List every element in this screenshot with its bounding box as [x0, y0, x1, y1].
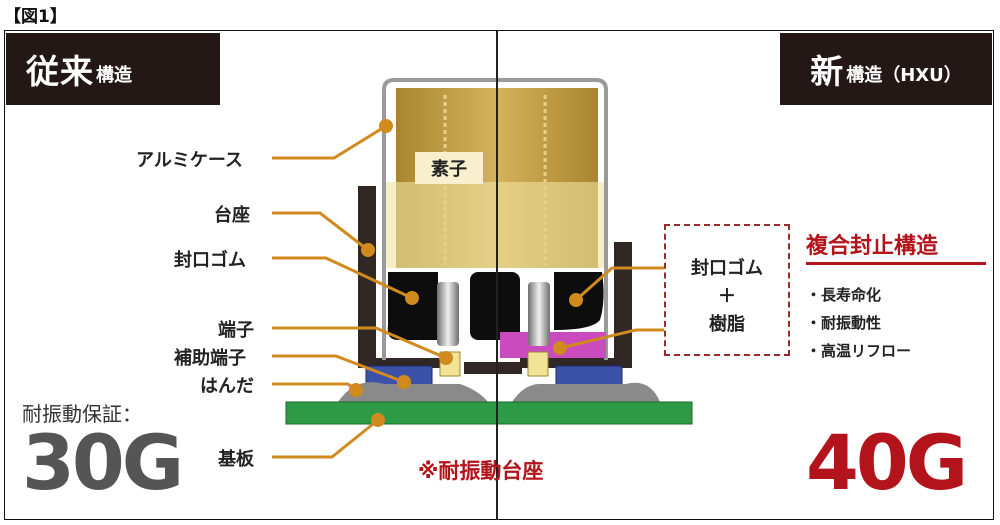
- new-structure-header: 新 構造（HXU）: [780, 33, 992, 105]
- leader-terminal: [272, 326, 447, 360]
- callout-line-resin: 樹脂: [709, 314, 745, 335]
- base-bottom-new: [520, 358, 632, 368]
- leader-dot-aluminum-case: [379, 119, 393, 133]
- old-vibration-value: 30G: [22, 418, 184, 507]
- label-aluminum-case: アルミケース: [136, 150, 243, 171]
- leader-dot-box-resin: [553, 341, 567, 355]
- label-solder: はんだ: [200, 376, 254, 397]
- solder-fillet-right: [512, 382, 660, 402]
- element-impregnated-zone: [386, 182, 604, 268]
- leader-dot-solder: [349, 383, 363, 397]
- leader-dot-aux-terminal: [397, 375, 411, 389]
- aluminum-case: [382, 78, 608, 360]
- sealing-rubber-left: [387, 272, 438, 340]
- solder-fillet-left: [338, 382, 488, 402]
- leader-substrate: [272, 418, 379, 459]
- leader-aux-terminal: [272, 354, 405, 384]
- terminal-right: [528, 282, 550, 346]
- old-structure-subtitle: 構造: [96, 65, 132, 86]
- leader-dot-terminal: [439, 351, 453, 365]
- label-base: 台座: [214, 205, 250, 226]
- label-terminal: 端子: [218, 320, 254, 341]
- figure-label: 【図1】: [4, 7, 67, 27]
- bullet-vibration-resistance: ・耐振動性: [806, 314, 882, 332]
- label-aux-terminal: 補助端子: [174, 348, 246, 369]
- composite-seal-title: 複合封止構造: [806, 234, 939, 259]
- label-substrate: 基板: [218, 449, 254, 470]
- rubber-resin-callout-box: [664, 224, 790, 356]
- vibration-base-note: ※耐振動台座: [418, 459, 544, 483]
- base-bottom-old: [358, 358, 452, 368]
- leader-aluminum-case: [272, 124, 387, 160]
- resin-layer: [500, 332, 606, 358]
- bullet-long-life: ・長寿命化: [806, 286, 882, 304]
- old-structure-header: 従来 構造: [6, 33, 220, 105]
- callout-line-rubber: 封口ゴム: [691, 258, 763, 279]
- label-sealing-rubber: 封口ゴム: [174, 250, 246, 271]
- new-structure-title: 新: [810, 52, 845, 91]
- leader-dot-base: [361, 243, 375, 257]
- leader-base: [272, 211, 369, 252]
- sealing-rubber-center: [470, 272, 520, 340]
- bullet-high-temp-reflow: ・高温リフロー: [806, 342, 912, 360]
- terminal-left: [437, 282, 459, 346]
- leader-solder: [272, 382, 357, 392]
- base-right-wall: [614, 242, 632, 366]
- new-vibration-value: 40G: [806, 418, 968, 507]
- callout-line-plus: ＋: [718, 286, 736, 307]
- leader-dot-box-rubber: [569, 293, 583, 307]
- old-structure-title: 従来: [26, 52, 94, 91]
- leader-sealing-rubber: [272, 256, 413, 300]
- figure-frame: [4, 30, 994, 520]
- leader-dot-sealing-rubber: [405, 291, 419, 305]
- aux-terminal-right: [527, 351, 549, 377]
- leader-box-resin: [559, 328, 664, 350]
- base-center-bar: [464, 362, 522, 374]
- leader-dot-substrate: [371, 413, 385, 427]
- leader-box-rubber: [575, 266, 664, 302]
- new-structure-subtitle: 構造（HXU）: [846, 65, 962, 86]
- pcb-board: [285, 401, 693, 425]
- vibration-guarantee-label: 耐振動保証：: [22, 402, 142, 426]
- element-label: 素子: [415, 152, 483, 184]
- composite-seal-underline: [806, 262, 986, 265]
- leader-lines: [272, 124, 664, 459]
